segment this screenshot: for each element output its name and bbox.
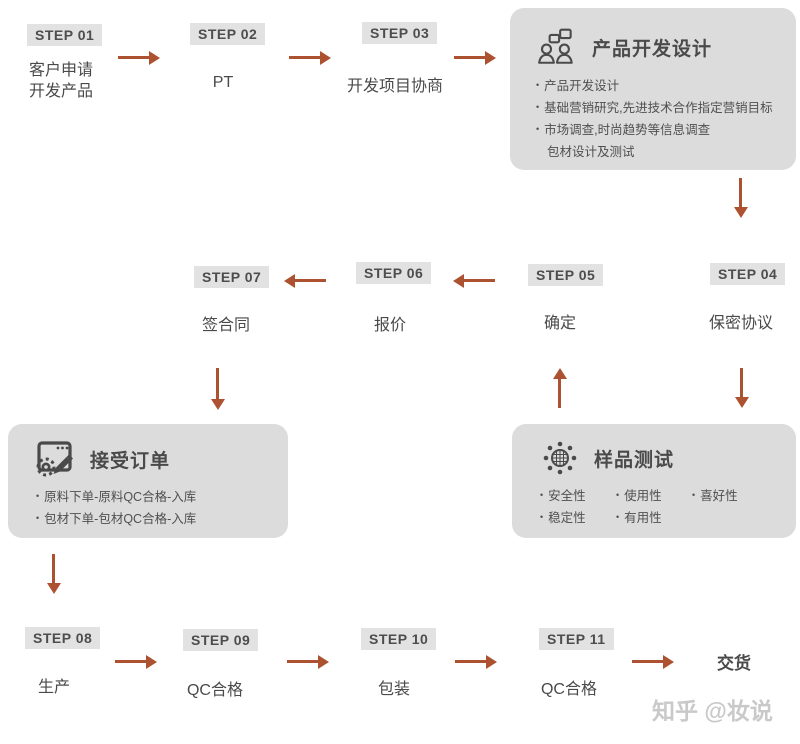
step-01-caption: 客户申请 开发产品: [29, 62, 94, 100]
arrow-down-icon: [734, 368, 749, 408]
design-panel-title: 产品开发设计: [592, 38, 713, 60]
arrow-left-icon: [453, 273, 495, 288]
people-discussion-icon: [536, 28, 578, 66]
arrow-up-icon: [552, 368, 567, 408]
step-11-caption: QC合格: [540, 681, 597, 698]
sample-panel-title: 样品测试: [594, 449, 675, 471]
step-04-caption: 保密协议: [708, 315, 773, 332]
step-04-label: STEP 04: [710, 263, 786, 285]
step-05-caption: 确定: [543, 315, 576, 332]
step-05-label: STEP 05: [528, 264, 604, 286]
arrow-right-icon: [455, 654, 497, 669]
sample-bullet: 有用性: [616, 508, 692, 530]
step-06-label: STEP 06: [356, 262, 432, 284]
sample-bullet: 稳定性: [540, 508, 616, 530]
step-09-label: STEP 09: [183, 629, 259, 651]
sample-bullet: 安全性: [540, 486, 616, 508]
sample-test-panel: 样品测试 安全性 使用性 喜好性 稳定性 有用性: [512, 424, 796, 538]
order-bullet: 包材下单-包材QC合格-入库: [36, 509, 288, 531]
step-02-caption: PT: [212, 74, 234, 91]
design-bullet: 基础营销研究,先进技术合作指定营销目标: [536, 98, 796, 120]
step-07-caption: 签合同: [201, 317, 250, 334]
accept-order-panel: 接受订单 原料下单-原料QC合格-入库 包材下单-包材QC合格-入库: [8, 424, 288, 538]
arrow-down-icon: [733, 178, 748, 218]
arrow-down-icon: [210, 368, 225, 410]
arrow-left-icon: [284, 273, 326, 288]
step-09-caption: QC合格: [186, 682, 243, 699]
step-06-caption: 报价: [373, 317, 406, 334]
step-10-caption: 包装: [377, 681, 410, 698]
sample-bullet: 使用性: [616, 486, 692, 508]
step-08-caption: 生产: [37, 679, 70, 696]
design-bullet: 市场调查,时尚趋势等信息调查: [536, 120, 796, 142]
arrow-down-icon: [46, 554, 61, 594]
arrow-right-icon: [118, 50, 160, 65]
delivery-caption: 交货: [717, 654, 751, 673]
step-03-caption: 开发项目协商: [346, 78, 443, 95]
arrow-right-icon: [289, 50, 331, 65]
step-07-label: STEP 07: [194, 266, 270, 288]
sample-bullet: 喜好性: [692, 486, 796, 508]
order-panel-title: 接受订单: [90, 450, 171, 472]
order-window-gear-pencil-icon: [36, 440, 76, 478]
step-02-label: STEP 02: [190, 23, 266, 45]
order-bullet: 原料下单-原料QC合格-入库: [36, 487, 288, 509]
step-01-label: STEP 01: [27, 24, 103, 46]
arrow-right-icon: [115, 654, 157, 669]
arrow-right-icon: [287, 654, 329, 669]
step-08-label: STEP 08: [25, 627, 101, 649]
watermark: 知乎 @妆说: [652, 698, 773, 724]
design-bullet-continuation: 包材设计及测试: [547, 145, 635, 159]
arrow-right-icon: [454, 50, 496, 65]
step-11-label: STEP 11: [539, 628, 614, 650]
step-03-label: STEP 03: [362, 22, 438, 44]
step-10-label: STEP 10: [361, 628, 437, 650]
product-design-panel: 产品开发设计 产品开发设计 基础营销研究,先进技术合作指定营销目标 市场调查,时…: [510, 8, 796, 170]
arrow-right-icon: [632, 654, 674, 669]
design-bullet: 产品开发设计: [536, 76, 796, 98]
sample-test-icon: [540, 438, 580, 478]
